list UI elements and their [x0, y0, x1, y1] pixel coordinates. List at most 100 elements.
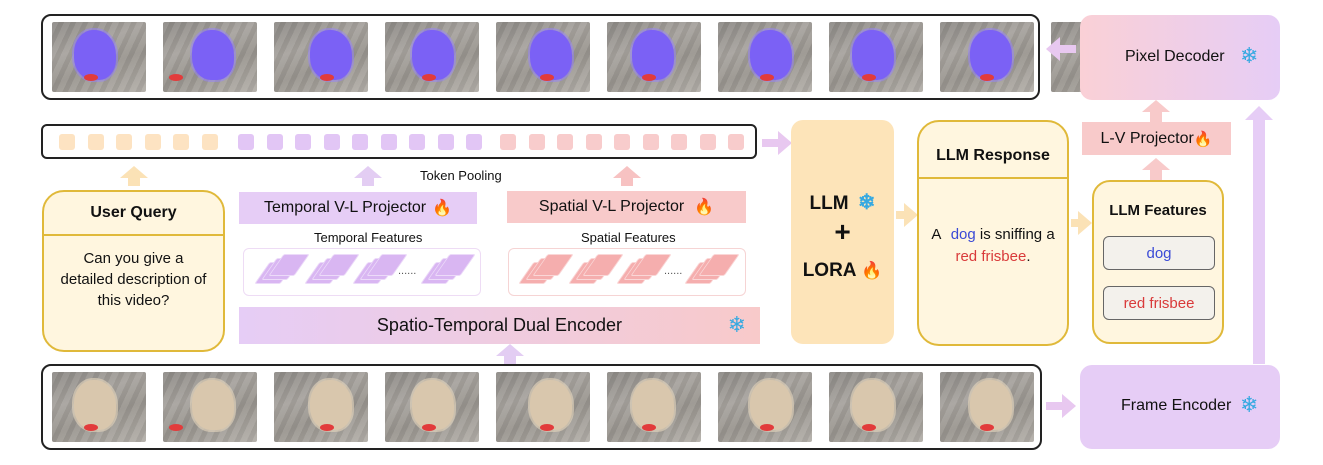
feature-frisbee-label: red frisbee [1123, 294, 1195, 312]
fire-icon: 🔥 [432, 200, 453, 217]
temporal-features-panel [243, 248, 481, 296]
frisbee-shape [862, 424, 876, 431]
dog-figure [310, 380, 352, 430]
arrow-llm-to-response [896, 211, 906, 219]
plus-sign: + [834, 216, 851, 247]
video-frame [829, 22, 923, 92]
fire-icon: 🔥 [1193, 130, 1213, 148]
token [557, 134, 573, 150]
llm-row: LLM ❄ [791, 190, 894, 215]
dog-figure [192, 380, 234, 430]
frisbee-shape [422, 424, 436, 431]
feature-dog-label: dog [1146, 244, 1172, 262]
user-query-title: User Query [90, 204, 177, 221]
dog-figure [632, 380, 674, 430]
response-frisbee: red frisbee [955, 248, 1027, 265]
arrow-decoder-to-output [1060, 45, 1076, 53]
frisbee-shape [760, 74, 774, 81]
response-mid: is sniffing a [979, 226, 1055, 243]
frisbee-shape [642, 74, 656, 81]
spatial-projector: Spatial V-L Projector 🔥 [507, 191, 746, 223]
video-frame [385, 22, 479, 92]
dog-figure [530, 30, 572, 80]
dog-figure [310, 30, 352, 80]
token [528, 134, 545, 150]
video-frame [274, 372, 368, 442]
video-frame [607, 22, 701, 92]
video-frame [940, 22, 1034, 92]
pixel-decoder-label: Pixel Decoder [1125, 48, 1225, 65]
frisbee-shape [422, 74, 436, 81]
spatial-features-label: Spatial Features [581, 230, 676, 245]
arrow-head [1062, 394, 1076, 418]
arrow-frames-to-encoder [1046, 402, 1064, 410]
token [437, 134, 454, 150]
arrow-temporal-up [362, 178, 374, 186]
lora-label: LORA [802, 260, 856, 281]
arrow-projector-to-decoder [1150, 112, 1162, 122]
lora-row: LORA 🔥 [791, 260, 894, 282]
response-end: . [1026, 248, 1031, 265]
arrow-head [1078, 211, 1092, 235]
llm-features-title: LLM Features [1109, 202, 1207, 219]
lv-projector-label: L-V Projector [1100, 129, 1194, 147]
response-dog: dog [950, 226, 976, 243]
snowflake-icon: ❄ [857, 191, 876, 214]
frisbee-shape [84, 424, 98, 431]
dog-figure [632, 30, 674, 80]
video-frame [940, 372, 1034, 442]
dog-figure [750, 30, 792, 80]
frisbee-shape [169, 424, 183, 431]
token [671, 134, 687, 150]
token [173, 134, 189, 150]
token [295, 134, 311, 150]
token [144, 134, 161, 150]
token [238, 134, 254, 150]
arrow-head [613, 166, 641, 178]
token [409, 134, 425, 150]
token [352, 134, 368, 150]
video-frame [163, 22, 257, 92]
user-query-box: User Query Can you give a detailed descr… [42, 190, 225, 352]
spatial-ellipsis: ...... [664, 265, 683, 277]
token [323, 134, 340, 150]
arrow-head [1142, 158, 1170, 170]
token [266, 134, 283, 150]
arrow-spatial-up [621, 178, 633, 186]
token [380, 134, 397, 150]
video-frame [718, 372, 812, 442]
token-sequence-bar [41, 124, 757, 159]
dual-encoder-label: Spatio-Temporal Dual Encoder [376, 315, 623, 335]
frisbee-shape [169, 74, 183, 81]
token [500, 134, 516, 150]
llm-label: LLM [809, 193, 849, 214]
token [728, 134, 744, 150]
frisbee-shape [642, 424, 656, 431]
dog-figure [192, 30, 234, 80]
spatial-features-panel [508, 248, 746, 296]
frame-encoder: Frame Encoder ❄ [1080, 365, 1280, 449]
token [699, 134, 716, 150]
llm-response-text: A dog is sniffing a red frisbee. [919, 224, 1067, 268]
output-frames-strip [41, 14, 1040, 100]
video-frame [496, 372, 590, 442]
llm-response-divider [919, 177, 1067, 179]
snowflake-icon: ❄ [1240, 392, 1259, 417]
spatial-projector-label: Spatial V-L Projector [538, 198, 685, 215]
frisbee-shape [320, 74, 334, 81]
arrow-tokens-to-llm [762, 139, 780, 147]
video-frame [163, 372, 257, 442]
token [614, 134, 630, 150]
frisbee-shape [320, 424, 334, 431]
video-frame [274, 22, 368, 92]
temporal-projector: Temporal V-L Projector 🔥 [239, 192, 477, 224]
arrow-query-up [128, 178, 140, 186]
token [87, 134, 104, 150]
feature-frisbee-box: red frisbee [1103, 286, 1215, 320]
snowflake-icon: ❄ [727, 312, 746, 337]
frisbee-shape [84, 74, 98, 81]
video-frame [52, 372, 146, 442]
fire-icon: 🔥 [861, 261, 883, 280]
frisbee-shape [760, 424, 774, 431]
token [585, 134, 602, 150]
